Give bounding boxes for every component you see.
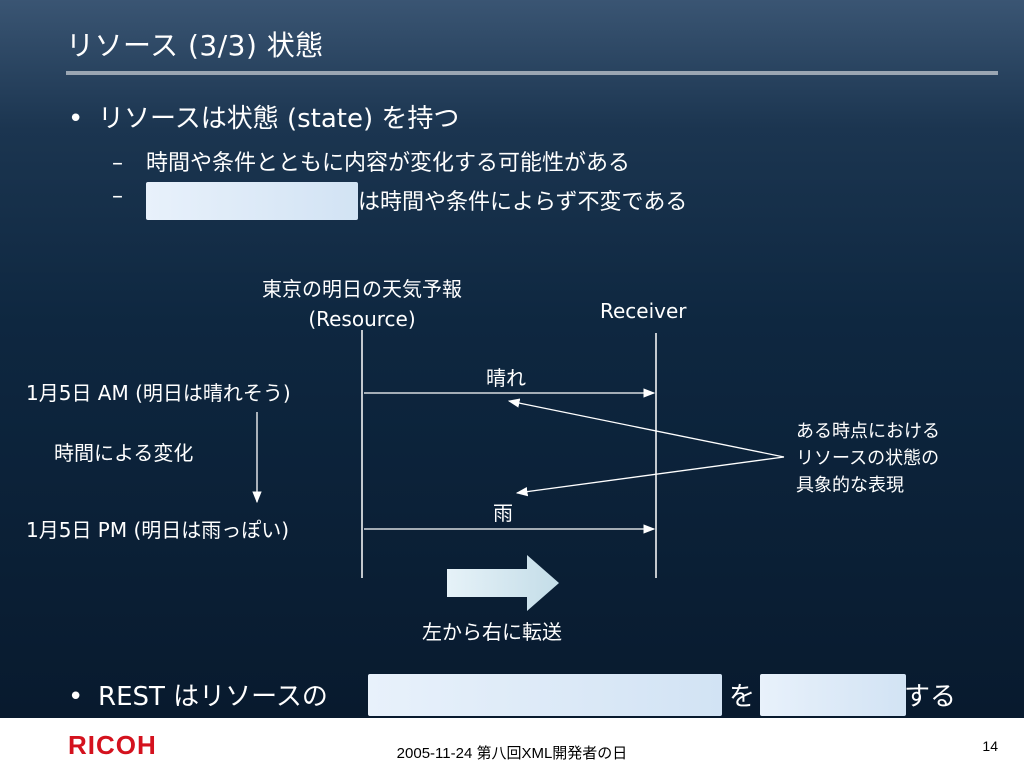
- annotation-line2: リソースの状態の: [796, 448, 940, 469]
- message-label-sunny: 晴れ: [486, 366, 526, 390]
- sub-bullet-dash: –: [112, 151, 123, 176]
- bottom-bullet-suffix: する: [904, 682, 957, 712]
- annotation-line1: ある時点における: [796, 421, 940, 442]
- slide-footer: RICOH 2005-11-24 第八回XML開発者の日 14: [0, 718, 1024, 768]
- annotation-pointer-rain: [515, 456, 785, 497]
- resource-label-line2: (Resource): [308, 307, 416, 331]
- sub-bullet-text: 時間や条件とともに内容が変化する可能性がある: [146, 151, 631, 176]
- event-pm-label: 1月5日 PM (明日は雨っぽい): [26, 518, 290, 542]
- bullet-dot: •: [68, 682, 84, 712]
- footer-event-text: 2005-11-24 第八回XML開発者の日: [396, 745, 628, 762]
- sub-bullet-dash: –: [112, 184, 123, 209]
- message-label-rain: 雨: [493, 501, 513, 525]
- hidden-term-box: [146, 182, 358, 220]
- sub-bullet-changing: –時間や条件とともに内容が変化する可能性がある: [112, 145, 630, 177]
- representation-annotation: ある時点における リソースの状態の 具象的な表現: [796, 418, 940, 499]
- event-am-label: 1月5日 AM (明日は晴れそう): [26, 381, 291, 405]
- bullet-text: リソースは状態 (state) を持つ: [98, 104, 460, 134]
- slide: リソース (3/3) 状態 • リソースは状態 (state) を持つ –時間や条…: [0, 0, 1024, 718]
- transfer-arrow: [447, 555, 559, 611]
- bottom-bullet-particle: を: [729, 682, 756, 712]
- hidden-term-box: [368, 674, 722, 716]
- annotation-line3: 具象的な表現: [796, 475, 904, 496]
- transfer-label: 左から右に転送: [422, 620, 562, 644]
- bullet-dot: •: [68, 104, 84, 134]
- bullet-resource-state: • リソースは状態 (state) を持つ: [68, 98, 459, 135]
- sub-bullet-text: は時間や条件によらず不変である: [358, 190, 688, 215]
- title-divider: [66, 71, 998, 75]
- slide-title: リソース (3/3) 状態: [66, 29, 324, 62]
- time-change-label: 時間による変化: [54, 441, 194, 465]
- bottom-bullet-prefix: REST はリソースの: [98, 682, 328, 712]
- resource-label: 東京の明日の天気予報 (Resource): [222, 274, 502, 334]
- sub-bullet-invariant: – は時間や条件によらず不変である: [112, 184, 687, 215]
- ricoh-logo: RICOH: [68, 730, 157, 760]
- page-number: 14: [982, 738, 998, 754]
- resource-label-line1: 東京の明日の天気予報: [262, 277, 462, 301]
- bottom-bullet: • REST はリソースの: [68, 676, 328, 713]
- receiver-label: Receiver: [600, 299, 687, 323]
- sequence-diagram: [252, 388, 785, 534]
- hidden-term-box: [760, 674, 906, 716]
- annotation-pointer-sunny: [507, 398, 785, 458]
